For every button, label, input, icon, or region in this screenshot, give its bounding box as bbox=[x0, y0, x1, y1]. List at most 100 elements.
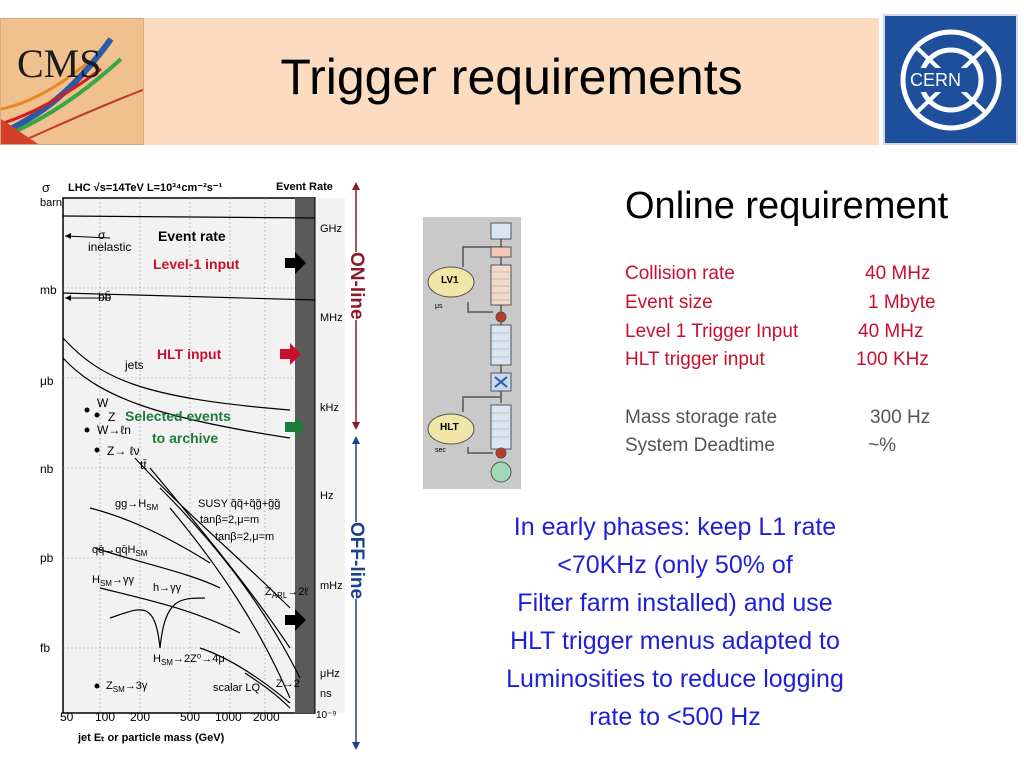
rate-label-mhz: MHz bbox=[320, 312, 343, 324]
zarl-label: ZARL→2ℓ bbox=[265, 586, 308, 600]
system-deadtime-value: ~% bbox=[868, 435, 896, 456]
hsm-gg-label: HSM→γγ bbox=[92, 574, 134, 588]
rate-label-ns: ns bbox=[320, 688, 332, 700]
plot-top-label: LHC √s=14TeV L=10³⁴cm⁻²s⁻¹ bbox=[68, 182, 223, 194]
event-size-value: 1 Mbyte bbox=[868, 292, 936, 313]
gg-h-label: gg→HSM bbox=[115, 498, 158, 512]
note-line: In early phases: keep L1 rate bbox=[513, 513, 837, 541]
rate-label-hz: Hz bbox=[320, 490, 334, 502]
zsm-label: ZSM→3γ bbox=[106, 680, 147, 694]
lv1-sub-label: μs bbox=[435, 303, 443, 310]
cern-logo: CERN bbox=[883, 14, 1018, 145]
collision-rate-value: 40 MHz bbox=[865, 263, 931, 284]
axis-label-fb: fb bbox=[40, 641, 51, 655]
hsm-gg-rest: →γγ bbox=[111, 574, 134, 586]
gg-h-main: gg→H bbox=[115, 498, 147, 510]
x-tick-200: 200 bbox=[130, 710, 151, 724]
online-label: ON-line bbox=[345, 252, 367, 320]
inelastic-label: inelastic bbox=[88, 240, 132, 254]
hsm-gg-main: H bbox=[92, 574, 100, 586]
hsm-4mu-main: H bbox=[153, 653, 161, 665]
z-lv-label: Z→ ℓν bbox=[107, 444, 140, 458]
hsm-gg-sub: SM bbox=[99, 579, 112, 589]
sigma-unit: barn bbox=[40, 197, 63, 209]
collision-rate-label: Collision rate bbox=[625, 263, 735, 284]
event-rate-label: Event rate bbox=[158, 228, 226, 244]
tt-label: tt̄ bbox=[140, 458, 147, 472]
w-ln-label: W→ℓn bbox=[97, 423, 131, 437]
tanb-label-2: tanβ=2,μ=m bbox=[215, 531, 275, 543]
x-axis-label: jet Eₜ or particle mass (GeV) bbox=[78, 732, 225, 744]
axis-label-nb: nb bbox=[40, 462, 54, 476]
slide-title: Trigger requirements bbox=[280, 49, 743, 105]
axis-label-ub: μb bbox=[40, 374, 54, 388]
zeta-rest: →2 bbox=[282, 678, 300, 690]
zarl-main: Z bbox=[265, 586, 272, 598]
rate-label-microhz: μHz bbox=[320, 668, 340, 680]
hlt-input-label: HLT input bbox=[157, 346, 222, 362]
cms-logo: CMS bbox=[0, 18, 144, 145]
scalar-lq-label: scalar LQ bbox=[213, 682, 261, 694]
jets-label: jets bbox=[125, 358, 144, 372]
rate-label-millihz: mHz bbox=[320, 580, 343, 592]
z-label: Z bbox=[108, 410, 116, 424]
sigma-symbol: σ bbox=[42, 180, 51, 195]
x-right-label: 10⁻⁹ bbox=[316, 710, 337, 721]
h-gg-label: h→γγ bbox=[153, 582, 182, 594]
hlt-sub-label: sec bbox=[435, 447, 446, 454]
zarl-sub: ARL bbox=[271, 591, 288, 601]
hlt-label: HLT bbox=[440, 422, 459, 433]
x-tick-50: 50 bbox=[60, 710, 74, 724]
hsm-4mu-rest: →2Z⁰→4μ bbox=[172, 653, 225, 665]
zsm-sub: SM bbox=[112, 685, 125, 695]
lv1-label: LV1 bbox=[441, 275, 459, 286]
tanb-label-1: tanβ=2,μ=m bbox=[200, 514, 260, 526]
event-size-label: Event size bbox=[625, 292, 713, 313]
qq-label: qq̄→qq̄HSM bbox=[92, 544, 147, 558]
cms-logo-text: CMS bbox=[17, 41, 102, 86]
bb-label: bb̄ bbox=[98, 290, 112, 304]
trigger-chain-diagram: LV1 μs HLT sec bbox=[423, 217, 521, 489]
susy-label: SUSY q̃q̃+q̃g̃+g̃g̃ bbox=[198, 498, 281, 510]
rate-label-ghz: GHz bbox=[320, 223, 342, 235]
sigma-inelastic-symbol: σ bbox=[98, 228, 106, 242]
zsm-rest: →3γ bbox=[124, 680, 148, 692]
hsm-4mu-sub: SM bbox=[160, 658, 173, 668]
mass-storage-rate-value: 300 Hz bbox=[870, 407, 931, 428]
axis-label-pb: pb bbox=[40, 551, 54, 565]
qq-sub: SM bbox=[135, 549, 148, 559]
zeta-label: Z→2 bbox=[276, 678, 300, 690]
online-offline-brackets: ON-line OFF-line bbox=[345, 182, 370, 750]
to-archive-label: to archive bbox=[152, 430, 219, 446]
level1-trigger-input-value: 40 MHz bbox=[858, 321, 924, 342]
axis-label-mb: mb bbox=[40, 283, 57, 297]
qq-main: qq̄→qq̄H bbox=[92, 544, 136, 556]
selected-events-label: Selected events bbox=[125, 408, 231, 424]
x-tick-500: 500 bbox=[180, 710, 201, 724]
zeta-main: Z bbox=[276, 678, 283, 690]
note-line: HLT trigger menus adapted to bbox=[510, 627, 840, 655]
hlt-trigger-input-value: 100 KHz bbox=[856, 349, 929, 370]
hlt-trigger-input-label: HLT trigger input bbox=[625, 349, 765, 370]
zsm-main: Z bbox=[106, 680, 113, 692]
hsm-4mu-label: HSM→2Z⁰→4μ bbox=[153, 652, 225, 667]
note-line: Luminosities to reduce logging bbox=[506, 665, 844, 693]
system-deadtime-label: System Deadtime bbox=[625, 435, 775, 456]
early-phase-note: In early phases: keep L1 rate <70KHz (on… bbox=[440, 508, 910, 736]
mass-storage-rate-label: Mass storage rate bbox=[625, 407, 778, 428]
cern-logo-text: CERN bbox=[910, 70, 961, 90]
x-tick-100: 100 bbox=[95, 710, 116, 724]
level1-input-label: Level-1 input bbox=[153, 256, 240, 272]
note-line: <70KHz (only 50% of bbox=[557, 551, 793, 579]
offline-label: OFF-line bbox=[345, 522, 367, 600]
x-tick-2000: 2000 bbox=[253, 710, 280, 724]
x-tick-1000: 1000 bbox=[215, 710, 242, 724]
note-line: Filter farm installed) and use bbox=[517, 589, 833, 617]
event-rate-header: Event Rate bbox=[276, 181, 333, 193]
level1-trigger-input-label: Level 1 Trigger Input bbox=[625, 321, 799, 342]
title-band bbox=[144, 18, 879, 145]
gg-h-sub: SM bbox=[146, 503, 159, 513]
w-label: W bbox=[97, 396, 109, 410]
rate-label-khz: kHz bbox=[320, 402, 339, 414]
note-line: rate to <500 Hz bbox=[589, 703, 761, 731]
